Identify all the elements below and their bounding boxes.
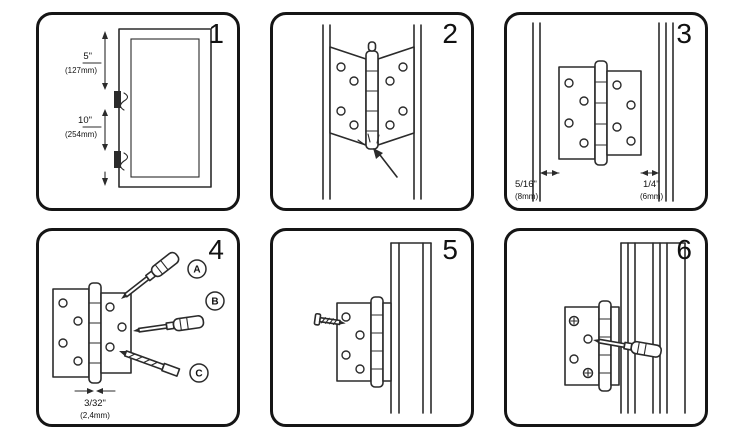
bit-measure-mm: (2,4mm) [80,411,110,420]
hinge-drawing [52,282,132,384]
measure-top-mm: (127mm) [65,66,97,75]
panel-4-number: 4 [208,234,224,265]
panel-3-number: 3 [676,18,692,49]
dimension-lines [82,31,108,186]
hinge-drawing [558,60,642,166]
panel-6-number: 6 [676,234,692,265]
panel-5-illustration [313,242,432,414]
frame-lines [390,242,432,414]
screw-heads [568,315,594,379]
tool-b-label: B [211,297,218,308]
label-b-circle [205,291,225,311]
screwdriver [593,338,663,358]
panel-6: 6 [504,228,708,427]
panel-2: 2 [270,12,474,211]
label-c-circle [189,363,209,383]
label-a-circle [187,259,207,279]
tool-a-label: A [193,265,200,276]
panel-1-illustration: 5" (127mm) 10" (254mm) [65,28,212,188]
hinge-drawing [564,300,620,392]
panel-1: 1 5" (127mm [36,12,240,211]
bit-measure-inch: 3/32" [84,398,106,409]
hinge-mark-top [114,91,121,108]
panel-1-number: 1 [208,18,224,49]
measure-bottom-mm: (254mm) [65,130,97,139]
hinge-drawing [329,41,415,150]
left-dimension [539,170,560,176]
measure-top-inch: 5" [83,51,92,62]
screw [313,312,346,326]
panel-3-illustration: 5/16" (8mm) 1/4" (6mm) [515,22,674,202]
hinge-drawing [336,296,392,388]
panel-2-illustration [322,24,422,200]
screwdriver-b [133,315,205,333]
hinge-pin [367,41,377,52]
panel-2-number: 2 [442,18,458,49]
screwdriver-a [121,251,180,299]
left-measure-inch: 5/16" [515,179,537,190]
frame-lines [532,22,674,202]
measure-bottom-inch: 10" [78,115,92,126]
frame-lines [620,242,686,414]
panel-5-number: 5 [442,234,458,265]
right-dimension [640,170,660,176]
panel-3: 3 [504,12,708,211]
door-drawing [114,28,212,188]
panel-4-illustration: A B C [52,251,225,420]
drill-dimension [74,388,116,394]
panel-4: 4 [36,228,240,427]
hinge-mark-bottom [114,151,121,168]
left-measure-mm: (8mm) [515,192,538,201]
right-measure-inch: 1/4" [643,179,660,190]
tool-c-label: C [195,369,202,380]
panel-6-illustration [564,242,686,414]
right-measure-mm: (6mm) [640,192,663,201]
panel-5: 5 [270,228,474,427]
drill-bit-c [119,350,181,377]
pointer-arrow [357,133,398,178]
